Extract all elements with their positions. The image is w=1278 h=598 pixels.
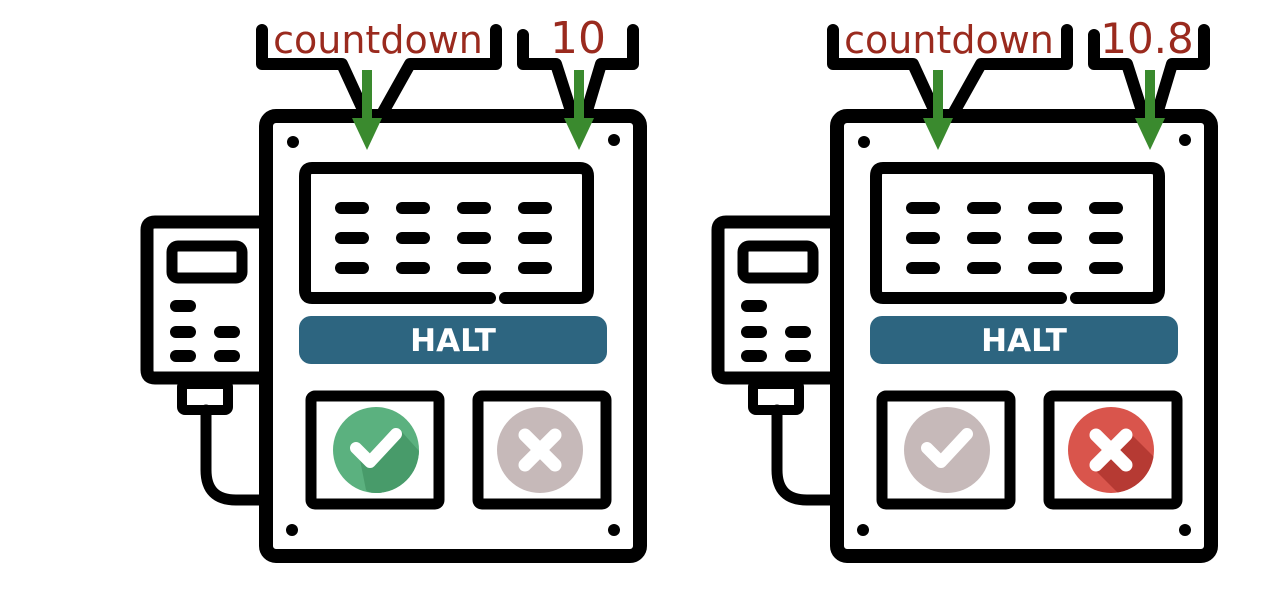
cancel-button[interactable] [1043,390,1183,510]
annotation-bracket-left [827,24,1073,120]
handheld-pager [140,215,268,506]
halt-label: HALT [410,323,496,359]
down-arrow-icon [564,70,594,150]
annotation-bracket-right [1088,24,1210,120]
screw-dot [287,136,299,148]
cancel-button[interactable] [472,390,612,510]
display-screen [870,162,1165,304]
check-circle-icon [333,407,419,493]
down-arrow-icon [923,70,953,150]
annotation-label-countdown: countdown [273,18,483,62]
screw-dot [608,134,620,146]
halt-label: HALT [981,323,1067,359]
screw-dot [286,524,298,536]
annotation-label-value: 10 [550,13,606,64]
halt-button[interactable]: HALT [870,316,1178,364]
check-circle-icon [904,407,990,493]
confirm-button[interactable] [305,390,445,510]
display-screen [299,162,594,304]
device-panel-right: countdown 10.8 [711,14,1218,563]
halt-button[interactable]: HALT [299,316,607,364]
screw-dot [857,524,869,536]
confirm-button[interactable] [876,390,1016,510]
annotation-bracket-left [256,24,502,120]
down-arrow-icon [1135,70,1165,150]
annotation-label-countdown: countdown [844,18,1054,62]
screw-dot [1179,524,1191,536]
screw-dot [858,136,870,148]
x-circle-icon [497,407,583,493]
annotation-label-value: 10.8 [1100,14,1194,63]
annotation-bracket-right [517,24,639,120]
down-arrow-icon [352,70,382,150]
device-panel-left: countdown 10 [140,13,647,563]
handheld-pager [711,215,839,506]
screw-dot [608,524,620,536]
screw-dot [1179,134,1191,146]
